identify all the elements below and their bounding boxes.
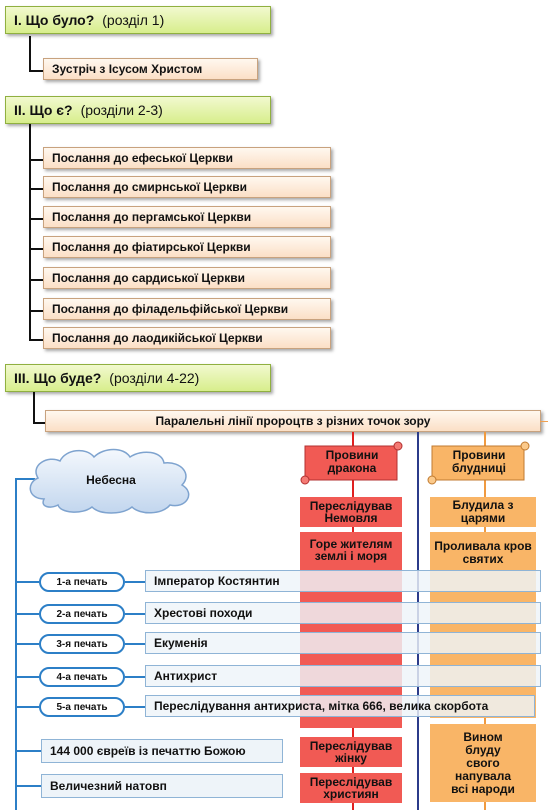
seal-badge: 5-а печать <box>39 697 125 717</box>
item-label: Послання до сардиської Церкви <box>52 271 246 285</box>
letter-item: Послання до ефеської Церкви <box>43 147 331 169</box>
section-ref: (розділи 4-22) <box>109 370 200 386</box>
event-label: Вином блуду свого напувала всі народи <box>451 729 515 796</box>
event-label: Блудила з царями <box>452 498 514 525</box>
dragon-event: Переслідував християн <box>300 773 402 803</box>
branch <box>29 218 43 220</box>
event-label: Переслідував жінку <box>309 739 393 765</box>
branch <box>29 248 43 250</box>
item-label: Зустріч з Ісусом Христом <box>52 62 203 76</box>
seal-badge: 2-а печать <box>39 604 125 624</box>
dragon-event: Переслідував Немовля <box>300 497 402 527</box>
seal-event-box: Переслідування антихриста, мітка 666, ве… <box>145 695 535 717</box>
item-label: Послання до лаодикійської Церкви <box>52 331 263 345</box>
seal-connector <box>125 676 145 678</box>
seal-label: 1-а печать <box>56 576 108 588</box>
bar-extension <box>540 421 548 422</box>
group-label: 144 000 євреїв із печаттю Божою <box>50 744 246 758</box>
harlot-event: Блудила з царями <box>430 497 536 527</box>
seal-label: 2-а печать <box>56 608 108 620</box>
branch <box>29 159 43 161</box>
blue-branch <box>15 750 41 752</box>
seal-event-label: Імператор Костянтин <box>154 574 280 588</box>
item-label: Послання до ефеської Церкви <box>52 151 234 165</box>
section-title: I. Що було? <box>14 12 95 28</box>
item-label: Послання до пергамської Церкви <box>52 210 252 224</box>
section-title: III. Що буде? <box>14 370 102 386</box>
event-label: Переслідував християн <box>309 775 393 801</box>
group-box: 144 000 євреїв із печаттю Божою <box>41 739 283 763</box>
event-label: Горе жителям землі і моря <box>309 537 393 563</box>
parallel-lines-label: Паралельні лінії пророцтв з різних точок… <box>155 414 431 428</box>
letter-item: Послання до фіатирської Церкви <box>43 236 331 258</box>
event-label: Проливала кров святих <box>434 539 532 566</box>
seal-event-label: Переслідування антихриста, мітка 666, ве… <box>154 699 489 713</box>
letter-item: Послання до смирнської Церкви <box>43 176 331 198</box>
letter-item: Послання до сардиської Церкви <box>43 267 331 289</box>
blue-branch <box>15 676 39 678</box>
section-past: I. Що було? (розділ 1) <box>5 6 271 34</box>
seal-event-label: Екуменія <box>154 636 208 650</box>
section-ref: (розділ 1) <box>102 12 165 28</box>
branch <box>29 188 43 190</box>
tree-connector-1 <box>29 36 31 72</box>
section-title: II. Що є? <box>14 102 73 118</box>
section-ref: (розділи 2-3) <box>80 102 163 118</box>
event-label: Переслідував Немовля <box>309 499 393 525</box>
tree-connector-3-branch <box>33 422 45 424</box>
tree-connector-1-branch <box>29 70 43 72</box>
seal-badge: 4-а печать <box>39 667 125 687</box>
chapter-item: Зустріч з Ісусом Христом <box>43 58 258 80</box>
harlot-event: Проливала кров святих <box>430 532 536 718</box>
seal-event-box: Антихрист <box>145 665 541 687</box>
item-label: Послання до філадельфійської Церкви <box>52 302 289 316</box>
blue-branch <box>15 478 35 480</box>
scroll-icon <box>427 441 530 485</box>
seal-label: 5-а печать <box>56 701 108 713</box>
branch <box>29 310 43 312</box>
section-future: III. Що буде? (розділи 4-22) <box>5 364 271 392</box>
seal-event-box: Імператор Костянтин <box>145 570 541 592</box>
seal-badge: 1-а печать <box>39 572 125 592</box>
blue-branch <box>15 785 41 787</box>
seal-label: 3-я печать <box>56 638 108 650</box>
parallel-lines-bar: Паралельні лінії пророцтв з різних точок… <box>45 410 541 432</box>
branch <box>29 339 43 341</box>
seal-connector <box>125 706 145 708</box>
blue-branch <box>15 613 39 615</box>
group-label: Величезний натовп <box>50 779 167 793</box>
seal-event-box: Хрестові походи <box>145 602 541 624</box>
letter-item: Послання до пергамської Церкви <box>43 206 331 228</box>
section-present: II. Що є? (розділи 2-3) <box>5 96 271 124</box>
seal-connector <box>125 643 145 645</box>
branch <box>29 279 43 281</box>
blue-branch <box>15 581 39 583</box>
heaven-label: Небесна <box>86 473 136 487</box>
harlot-event: Вином блуду свого напувала всі народи <box>430 724 536 802</box>
blue-branch <box>15 706 39 708</box>
scroll-icon <box>300 441 403 485</box>
letter-item: Послання до лаодикійської Церкви <box>43 327 331 349</box>
seal-event-label: Хрестові походи <box>154 606 253 620</box>
dragon-scroll-label: Провини дракона <box>325 448 379 475</box>
dragon-event: Переслідував жінку <box>300 737 402 767</box>
seal-label: 4-а печать <box>56 671 108 683</box>
tree-connector-2 <box>29 124 31 340</box>
seal-event-box: Екуменія <box>145 632 541 654</box>
seal-connector <box>125 581 145 583</box>
seal-connector <box>125 613 145 615</box>
item-label: Послання до смирнської Церкви <box>52 180 247 194</box>
letter-item: Послання до філадельфійської Церкви <box>43 298 331 320</box>
seal-event-label: Антихрист <box>154 669 218 683</box>
tree-connector-3 <box>33 392 35 424</box>
blue-branch <box>15 643 39 645</box>
seal-badge: 3-я печать <box>39 634 125 654</box>
heaven-cloud-icon <box>29 448 190 514</box>
harlot-scroll-label: Провини блудниці <box>452 448 506 475</box>
item-label: Послання до фіатирської Церкви <box>52 240 251 254</box>
group-box: Величезний натовп <box>41 774 283 798</box>
